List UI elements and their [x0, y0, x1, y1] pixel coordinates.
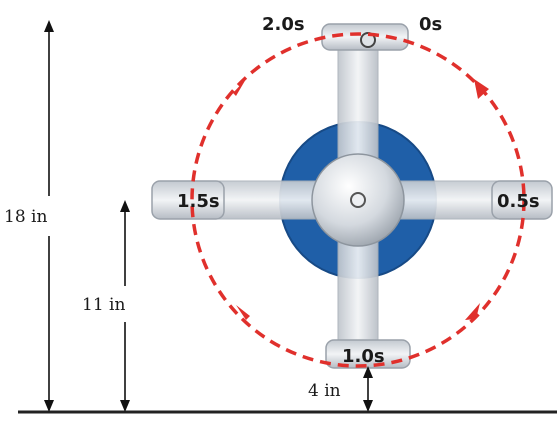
time-label-left: 1.5s: [177, 191, 220, 212]
rotation-arrow-icon: [465, 303, 480, 320]
dimension-11in: [120, 200, 130, 412]
rotation-path: [190, 32, 526, 368]
dimension-label-11in: 11 in: [82, 295, 125, 315]
time-label-bottom: 1.0s: [342, 346, 385, 367]
pedal-left: [151, 180, 225, 220]
dimension-label-18in: 18 in: [4, 207, 47, 227]
dimension-label-4in: 4 in: [308, 381, 341, 401]
time-label-top-left: 2.0s: [262, 14, 305, 35]
rotation-arrow-icon: [474, 79, 489, 99]
rotation-arrow-icon: [233, 79, 246, 96]
dimension-18in: [44, 20, 54, 412]
time-label-top-right: 0s: [419, 14, 442, 35]
time-label-right: 0.5s: [497, 191, 540, 212]
rotation-arrow-icon: [236, 305, 250, 320]
dimension-4in: [363, 366, 373, 412]
